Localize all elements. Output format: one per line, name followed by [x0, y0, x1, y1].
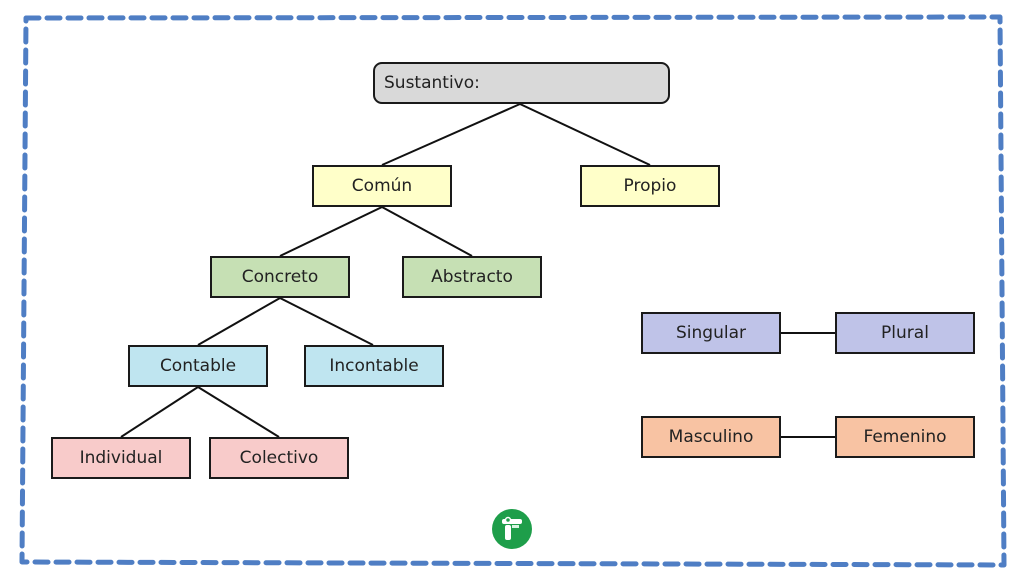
node-plural: Plural — [835, 312, 975, 354]
node-abstracto-label: Abstracto — [431, 267, 513, 287]
node-comun: Común — [312, 165, 452, 207]
node-propio: Propio — [580, 165, 720, 207]
node-singular-label: Singular — [676, 323, 746, 343]
edge-concreto-incontable — [279, 297, 374, 346]
brand-logo-glyph-icon — [502, 516, 522, 540]
node-colectivo-label: Colectivo — [239, 448, 319, 468]
node-femenino: Femenino — [835, 416, 975, 458]
edge-contable-colectivo — [197, 386, 280, 438]
node-comun-label: Común — [351, 176, 413, 196]
node-concreto-label: Concreto — [241, 267, 319, 287]
node-singular: Singular — [641, 312, 781, 354]
node-propio-label: Propio — [623, 176, 677, 196]
node-abstracto: Abstracto — [402, 256, 542, 298]
edge-sustantivo-comun — [381, 103, 521, 166]
node-incontable-label: Incontable — [329, 356, 419, 376]
node-sustantivo-label: Sustantivo: — [384, 73, 480, 93]
node-incontable: Incontable — [304, 345, 444, 387]
node-contable: Contable — [128, 345, 268, 387]
edge-sustantivo-propio — [519, 103, 651, 166]
node-colectivo: Colectivo — [209, 437, 349, 479]
edge-comun-abstracto — [381, 206, 473, 257]
node-concreto: Concreto — [210, 256, 350, 298]
edge-concreto-contable — [197, 297, 281, 346]
node-individual: Individual — [51, 437, 191, 479]
node-femenino-label: Femenino — [863, 427, 947, 447]
node-plural-label: Plural — [881, 323, 929, 343]
node-contable-label: Contable — [159, 356, 237, 376]
node-masculino-label: Masculino — [668, 427, 754, 447]
node-sustantivo: Sustantivo: — [373, 62, 670, 104]
edge-contable-individual — [120, 386, 199, 438]
node-individual-label: Individual — [79, 448, 163, 468]
brand-logo-icon — [492, 509, 532, 549]
node-masculino: Masculino — [641, 416, 781, 458]
edge-comun-concreto — [279, 206, 383, 257]
